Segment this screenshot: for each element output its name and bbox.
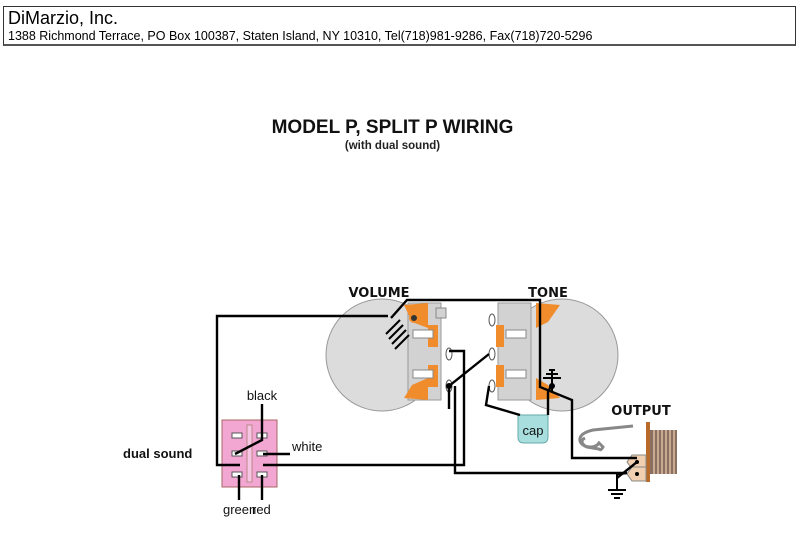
volume-ground-icon (385, 319, 410, 350)
tone-label: TONE (528, 286, 568, 301)
tone-pot (488, 298, 619, 412)
output-label: OUTPUT (611, 404, 671, 419)
diagram-subtitle: (with dual sound) (344, 140, 441, 152)
dual-sound-label: dual sound (123, 446, 192, 461)
volume-pot (325, 298, 453, 412)
tone-capacitor: cap (517, 414, 549, 444)
tone-lug-middle (488, 347, 496, 361)
company-header: DiMarzio, Inc. 1388 Richmond Terrace, PO… (3, 6, 796, 46)
tone-lug-cap (488, 379, 496, 393)
white-wire-label: white (291, 439, 322, 454)
green-wire-label: green (223, 502, 256, 517)
red-wire-label: red (252, 502, 271, 517)
diagram-title: MODEL P, SPLIT P WIRING (271, 117, 514, 138)
black-wire-label: black (247, 388, 278, 403)
output-jack (578, 422, 677, 482)
volume-label: VOLUME (348, 286, 409, 301)
company-name: DiMarzio, Inc. (8, 8, 119, 28)
cap-label: cap (523, 423, 544, 438)
wires (215, 298, 638, 500)
volume-solder-point (409, 313, 419, 323)
company-address: 1388 Richmond Terrace, PO Box 100387, St… (8, 29, 593, 43)
